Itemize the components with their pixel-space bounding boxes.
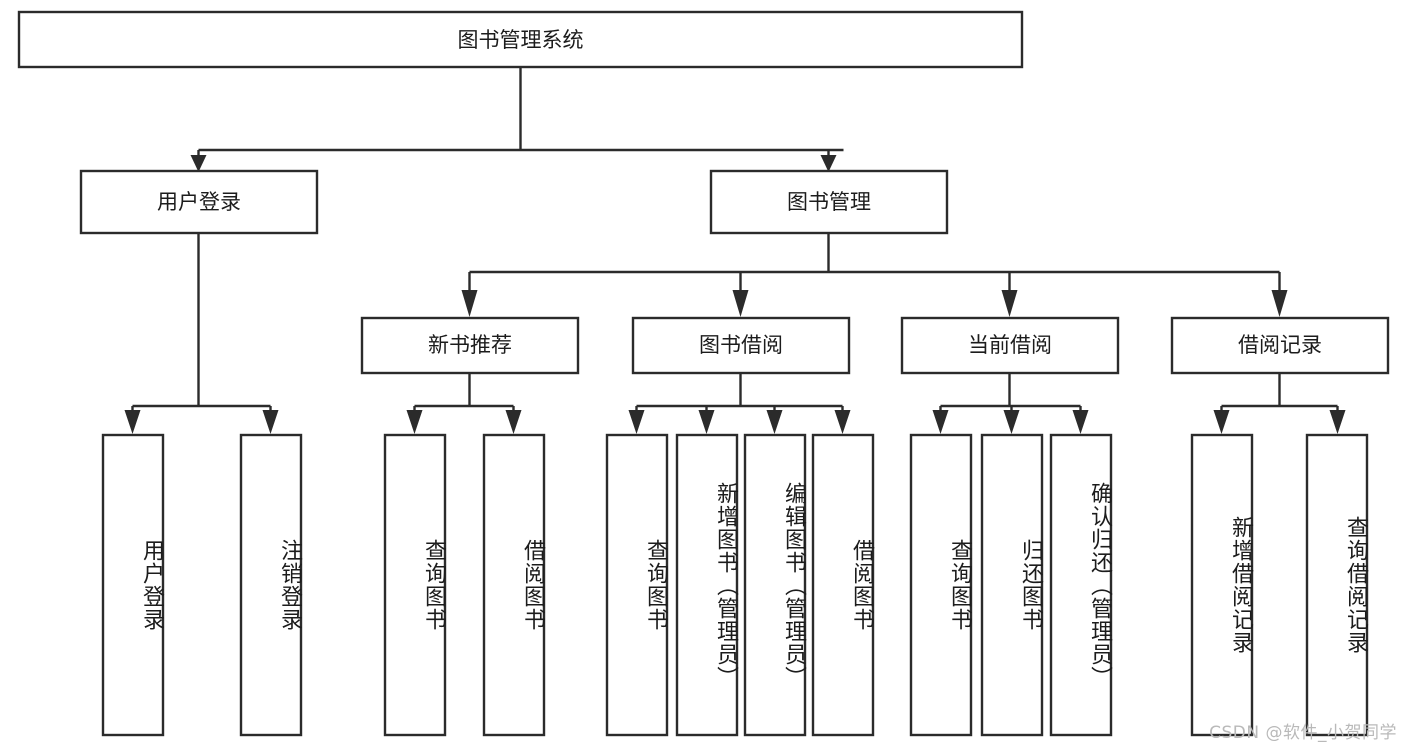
- arrow-head-leaf-user-login: [124, 410, 141, 434]
- leaf-box-return-book[interactable]: [980, 433, 1044, 737]
- arrow-head-leaf-query-book-borrow: [628, 410, 645, 434]
- connector-group-book-manage: [461, 233, 1288, 317]
- leaf-box-borrow-book[interactable]: [811, 433, 875, 737]
- connector-group-book-borrow: [628, 373, 851, 434]
- node-user-login[interactable]: 用户登录: [79, 169, 319, 235]
- arrow-head-leaf-add-borrow-record: [1213, 410, 1230, 434]
- node-book-borrow[interactable]: 图书借阅: [631, 316, 851, 375]
- arrow-head-borrow-record: [1271, 290, 1288, 317]
- node-root[interactable]: 图书管理系统: [17, 10, 1024, 69]
- arrow-head-leaf-edit-book-admin: [766, 410, 783, 434]
- leaf-box-query-book-current[interactable]: [909, 433, 973, 737]
- node-user-login-box[interactable]: [79, 169, 319, 235]
- leaf-box-edit-book-admin[interactable]: [743, 433, 807, 737]
- arrow-head-user-login: [190, 155, 207, 172]
- node-book-borrow-label: 图书借阅: [699, 333, 783, 357]
- leaf-box-add-borrow-record[interactable]: [1190, 433, 1254, 737]
- leaf-box-user-login[interactable]: [101, 433, 165, 737]
- arrow-head-new-book-recommend: [461, 290, 478, 317]
- node-borrow-record-box[interactable]: [1170, 316, 1390, 375]
- arrow-head-leaf-borrow-book-recommend: [505, 410, 522, 434]
- arrow-head-current-borrow: [1001, 290, 1018, 317]
- node-book-manage[interactable]: 图书管理: [709, 169, 949, 235]
- node-new-book-recommend-label: 新书推荐: [428, 333, 512, 357]
- leaf-box-query-borrow-record[interactable]: [1305, 433, 1369, 737]
- node-book-borrow-box[interactable]: [631, 316, 851, 375]
- leaf-box-confirm-return-admin[interactable]: [1049, 433, 1113, 737]
- arrow-head-leaf-return-book: [1003, 410, 1020, 434]
- connector-group-borrow-record: [1213, 373, 1346, 434]
- connector-group-current-borrow: [932, 373, 1089, 434]
- arrow-head-leaf-borrow-book: [834, 410, 851, 434]
- node-book-manage-box[interactable]: [709, 169, 949, 235]
- leaf-box-query-book-borrow[interactable]: [605, 433, 669, 737]
- connector-group-user-login: [124, 233, 279, 434]
- node-current-borrow-box[interactable]: [900, 316, 1120, 375]
- arrow-head-leaf-add-book-admin: [698, 410, 715, 434]
- leaf-box-add-book-admin[interactable]: [675, 433, 739, 737]
- leaf-box-user-logout[interactable]: [239, 433, 303, 737]
- arrow-head-leaf-query-book-recommend: [406, 410, 423, 434]
- arrow-head-leaf-user-logout: [262, 410, 279, 434]
- node-current-borrow-label: 当前借阅: [968, 333, 1052, 357]
- node-borrow-record-label: 借阅记录: [1238, 333, 1322, 357]
- leaf-box-query-book-recommend[interactable]: [383, 433, 447, 737]
- node-root-label: 图书管理系统: [458, 28, 584, 52]
- node-book-manage-label: 图书管理: [787, 190, 871, 214]
- node-user-login-label: 用户登录: [157, 190, 241, 214]
- csdn-watermark: CSDN @软件_小贺同学: [1209, 723, 1397, 743]
- arrow-head-leaf-confirm-return-admin: [1072, 410, 1089, 434]
- arrow-head-book-manage: [820, 155, 837, 172]
- connector-group-new-book-recommend: [406, 373, 522, 434]
- node-new-book-recommend[interactable]: 新书推荐: [360, 316, 580, 375]
- node-root-box[interactable]: [17, 10, 1024, 69]
- connector-group-root: [190, 67, 844, 172]
- node-current-borrow[interactable]: 当前借阅: [900, 316, 1120, 375]
- node-new-book-recommend-box[interactable]: [360, 316, 580, 375]
- arrow-head-leaf-query-borrow-record: [1329, 410, 1346, 434]
- node-borrow-record[interactable]: 借阅记录: [1170, 316, 1390, 375]
- leaf-boxes: [101, 433, 1369, 737]
- leaf-box-borrow-book-recommend[interactable]: [482, 433, 546, 737]
- arrow-head-book-borrow: [732, 290, 749, 317]
- arrow-head-leaf-query-book-current: [932, 410, 949, 434]
